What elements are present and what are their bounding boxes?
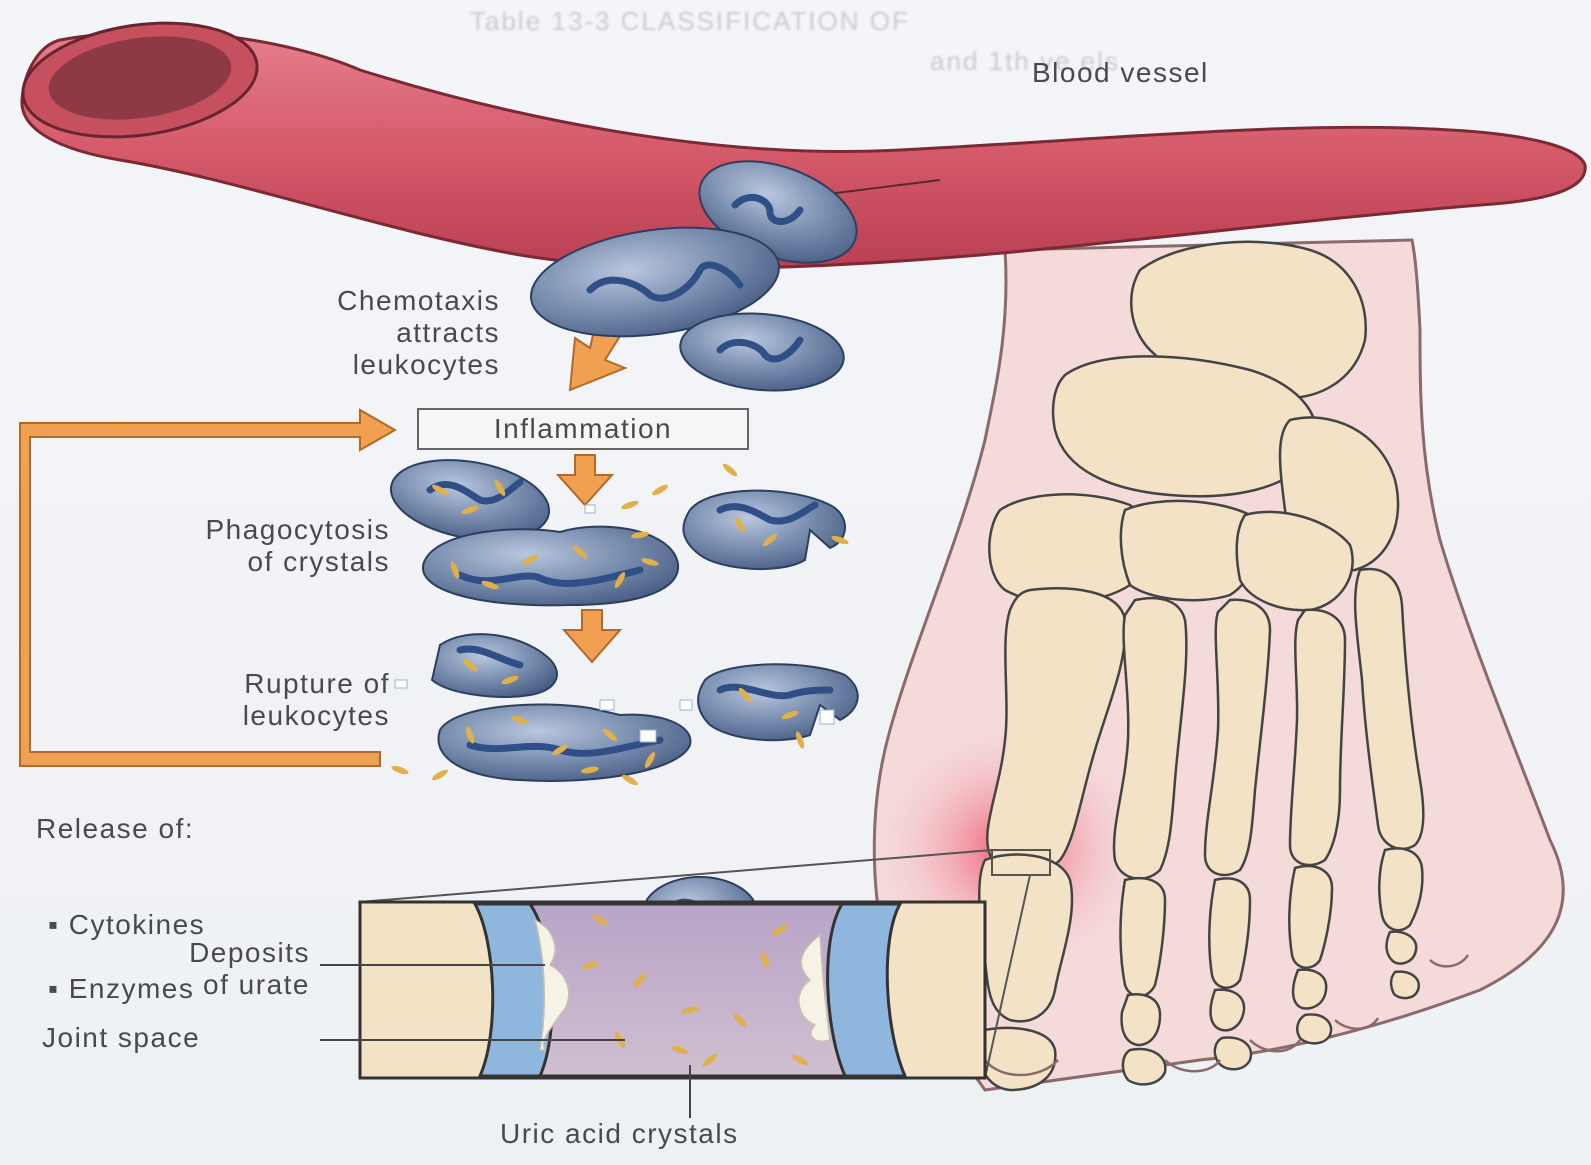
arrow-to-rupture — [564, 610, 620, 662]
ruptured-leukocyte — [432, 634, 557, 697]
label-phagocytosis: Phagocytosis of crystals — [60, 514, 390, 578]
metatarsal-4 — [1290, 610, 1345, 865]
leukocytes — [385, 142, 871, 953]
label-blood-vessel: Blood vessel — [1032, 57, 1209, 89]
arrow-to-phagocytosis — [558, 455, 612, 505]
label-deposits-of-urate: Deposits of urate — [40, 937, 310, 1001]
toe2-middle — [1122, 994, 1160, 1045]
toe5-middle — [1387, 932, 1417, 964]
leukocyte — [683, 491, 845, 569]
leukocyte — [423, 527, 678, 606]
inflammation-box: Inflammation — [417, 408, 749, 450]
toe4-middle — [1293, 970, 1326, 1009]
label-joint-space: Joint space — [42, 1022, 200, 1054]
toe5-distal — [1391, 972, 1419, 998]
big-toe-distal — [980, 1028, 1056, 1090]
label-uric-acid-crystals: Uric acid crystals — [500, 1118, 739, 1150]
toe4-distal — [1297, 1014, 1331, 1043]
toe3-distal — [1215, 1037, 1251, 1069]
toe3-middle — [1211, 990, 1245, 1031]
label-chemotaxis: Chemotaxis attracts leukocytes — [200, 285, 500, 381]
release-title: Release of: — [36, 813, 205, 845]
label-rupture: Rupture of leukocytes — [90, 668, 390, 732]
toe2-distal — [1123, 1049, 1165, 1084]
ruptured-leukocyte — [698, 664, 858, 740]
